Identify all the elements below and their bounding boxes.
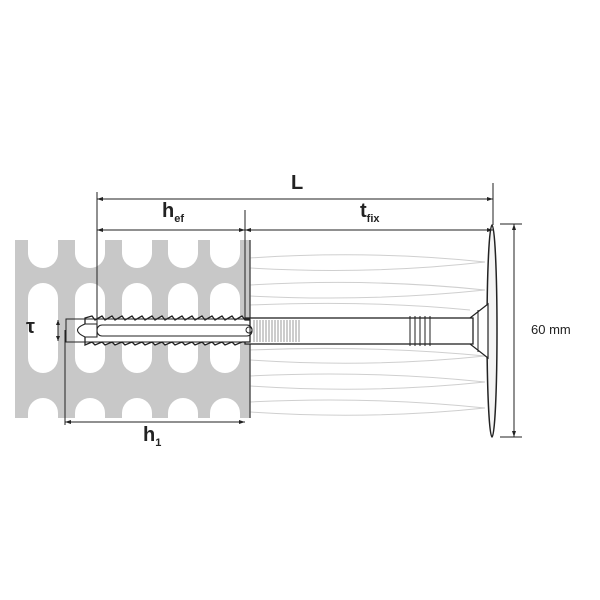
masonry-hole bbox=[28, 398, 58, 438]
label-L: L bbox=[291, 172, 304, 194]
masonry-hole bbox=[28, 222, 58, 268]
label-h1-sub: 1 bbox=[155, 437, 162, 449]
masonry-hole bbox=[210, 222, 240, 268]
label-hef-sub: ef bbox=[174, 213, 184, 225]
label-tfix: tfix bbox=[360, 200, 380, 225]
label-tfix-sub: fix bbox=[366, 213, 380, 225]
insulation-layer bbox=[249, 254, 486, 416]
label-tfix-main: t bbox=[360, 200, 367, 222]
label-h1: h1 bbox=[143, 424, 162, 449]
masonry-hole bbox=[122, 398, 152, 438]
masonry-hole bbox=[75, 398, 105, 438]
shaft-rings bbox=[409, 316, 431, 346]
dimension-arrows bbox=[56, 197, 516, 437]
masonry-hole bbox=[210, 398, 240, 438]
anchor-shaft bbox=[244, 317, 474, 345]
sleeve-tip bbox=[76, 323, 98, 338]
masonry-hole bbox=[122, 222, 152, 268]
nail-head bbox=[245, 326, 253, 334]
masonry-hole bbox=[28, 283, 58, 373]
label-hef: hef bbox=[162, 200, 184, 225]
label-plate-diameter: 60 mm bbox=[531, 322, 571, 337]
shaft-knurling bbox=[253, 320, 300, 342]
label-hole-diameter: τ bbox=[26, 316, 35, 338]
nail-pin bbox=[96, 324, 253, 337]
masonry-hole bbox=[168, 398, 198, 438]
label-hef-main: h bbox=[162, 200, 175, 222]
label-h1-main: h bbox=[143, 424, 156, 446]
drill-hole bbox=[65, 318, 251, 343]
masonry-hole bbox=[168, 222, 198, 268]
